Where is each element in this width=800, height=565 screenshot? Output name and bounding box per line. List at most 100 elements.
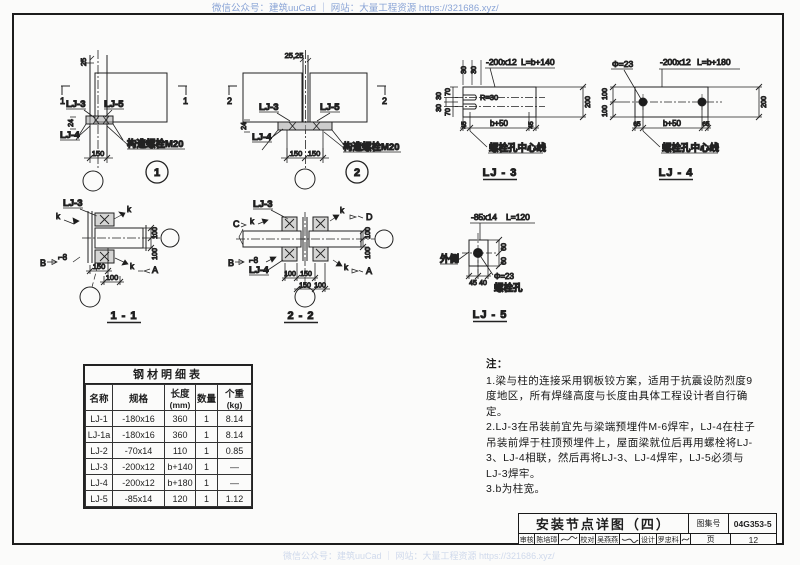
section-mark-label: 2 <box>382 96 387 106</box>
bolt-note: 构造螺栓M20 <box>127 138 183 150</box>
dim-label: 200 <box>585 96 592 108</box>
view-mark-a: A <box>366 266 372 276</box>
lj3-plate-drawing: R=30 30 30 -200x12 L=b+140 70 70 30 30 2… <box>436 57 593 181</box>
col-header-spec: 规格 <box>112 384 165 411</box>
cell: -200x12 <box>112 458 165 475</box>
plate-title: LJ - 5 <box>473 309 508 321</box>
lj3-label: LJ-3 <box>259 102 279 113</box>
detail-1-drawing: 1 1 25 24 LJ-3 LJ-5 LJ-4 构造螺栓M20 <box>60 50 189 192</box>
plate-length: L=b+180 <box>697 57 731 67</box>
dim-label: 60 <box>501 243 508 251</box>
bolt-note: 构造螺栓M20 <box>343 141 399 153</box>
cell: — <box>217 474 252 491</box>
cell: LJ-5 <box>85 490 113 507</box>
lj4-label: LJ-4 <box>249 265 269 276</box>
plate-length: L=b+140 <box>521 57 555 67</box>
col-header-name: 名称 <box>85 384 113 411</box>
dim-label: 100 <box>602 88 609 100</box>
dim-label: 100 <box>365 247 372 259</box>
design-name: 罗忠科 <box>657 534 681 545</box>
cell: 360 <box>164 410 196 427</box>
cell: 1 <box>195 426 218 443</box>
dim-label: 100 <box>365 227 372 239</box>
cell: 1.12 <box>217 490 252 507</box>
plate-title: LJ - 4 <box>659 167 694 179</box>
dim-label: 100 <box>106 273 119 282</box>
dim-label: 100 <box>152 248 159 260</box>
col-header-qty: 数量 <box>195 384 218 411</box>
notes-heading: 注： <box>486 358 508 370</box>
watermark-top: 微信公众号：建筑uuCad ｜ 网站：大量工程资源 https://321686… <box>212 3 499 14</box>
col-header-length: 长度(mm) <box>164 384 196 411</box>
dim-label: 40 <box>479 280 487 287</box>
dim-label: 45 <box>461 121 468 129</box>
weld-k-label: k <box>340 206 345 215</box>
lj3-label: LJ-3 <box>66 99 86 110</box>
col-header-weight: 个重(kg) <box>217 384 252 411</box>
view-mark-c: C <box>233 219 240 229</box>
view-mark-b: B <box>40 258 46 268</box>
cell: 360 <box>164 426 196 443</box>
section-2-2-drawing: LJ-3 LJ-4 C k k <box>228 199 394 324</box>
lj4-label: LJ-4 <box>60 130 80 141</box>
view-mark-d: D <box>366 212 373 222</box>
weld-k-label: k <box>56 212 61 221</box>
dim-label: b+50 <box>663 119 682 128</box>
dim-label: 45 <box>528 121 535 129</box>
lj4-label: LJ-4 <box>252 132 272 143</box>
channel-mark: ⌐8 <box>58 253 68 262</box>
cell: 1 <box>195 474 218 491</box>
plate-spec: -85x14 <box>471 212 497 222</box>
section-mark-label: 1 <box>60 96 65 106</box>
axis-bubble <box>294 168 316 190</box>
cell: 1 <box>195 442 218 459</box>
proof-name: 吴燕燕 <box>596 534 621 545</box>
axis-bubble <box>82 170 104 192</box>
title-block-row-2: 审核 陈培璋 校对 吴燕燕 设计 罗忠科 页 12 <box>519 534 776 545</box>
lj4-plate-drawing: Φ=23 -200x12 L=b+180 100 100 200 65 b+50… <box>602 57 769 181</box>
cell: LJ-1 <box>85 410 113 427</box>
weld-k-label: k <box>130 262 135 271</box>
plate-length: L=120 <box>506 212 530 222</box>
cell: -85x14 <box>112 490 165 507</box>
notes-block: 注： 1.梁与柱的连接采用钢板铰方案，适用于抗震设防烈度9度地区，所有焊缝高度与… <box>486 357 758 498</box>
detail-number: 1 <box>154 167 160 179</box>
plate-title: LJ - 3 <box>483 167 518 179</box>
dim-label: 24 <box>68 119 75 127</box>
lj3-label: LJ-3 <box>63 198 83 209</box>
cell: 110 <box>164 442 196 459</box>
check-label: 审核 <box>519 534 536 545</box>
axis-bubble <box>374 229 394 249</box>
lj5-plate-drawing: -85x14 L=120 外侧 60 60 45 40 Φ=23 螺栓孔 LJ … <box>439 212 535 323</box>
detail-number-circle <box>345 160 369 184</box>
note-item-1: 1.梁与柱的连接采用钢板铰方案，适用于抗震设防烈度9度地区，所有焊缝高度与长度由… <box>486 374 753 418</box>
axis-bubble <box>79 286 101 308</box>
title-block: 安装节点详图（四） 图集号 04G353-5 审核 陈培璋 校对 吴燕燕 设计 … <box>518 513 777 545</box>
weld-k-label: k <box>344 263 349 272</box>
plate-spec: -200x12 <box>660 57 691 67</box>
cell: 0.85 <box>217 442 252 459</box>
lj3-label: LJ-3 <box>253 199 273 210</box>
note-item-2: 2.LJ-3在吊装前宜先与梁端预埋件M-6焊牢，LJ-4在柱子吊装前焊于柱顶预埋… <box>486 421 756 480</box>
lj5-label: LJ-5 <box>104 99 124 110</box>
atlas-number-label: 图集号 <box>689 514 730 533</box>
cell: 1 <box>195 458 218 475</box>
view-mark-a: A <box>152 265 158 275</box>
outside-label: 外侧 <box>439 253 459 265</box>
page-label: 页 <box>691 534 731 545</box>
cell: b+140 <box>164 458 196 475</box>
design-label: 设计 <box>640 534 657 545</box>
section-1-1-drawing: LJ-3 k k k 100 100 <box>40 198 180 324</box>
table-title: 钢材明细表 <box>85 366 251 384</box>
dim-label: 150 <box>308 149 321 158</box>
plate-spec: -200x12 <box>486 57 517 67</box>
dim-label: 150 <box>93 262 106 271</box>
cell: — <box>217 458 252 475</box>
view-mark-b: B <box>228 258 234 268</box>
